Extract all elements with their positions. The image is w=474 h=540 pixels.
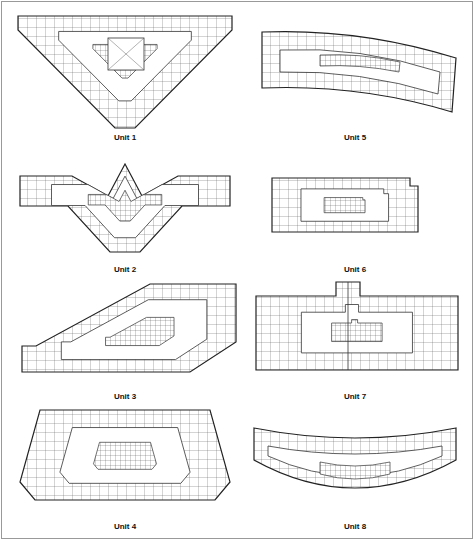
corridor xyxy=(280,49,440,94)
unit-2-plan xyxy=(20,164,230,252)
outer-wall xyxy=(20,410,230,500)
central-spine xyxy=(348,282,349,370)
outer-wall xyxy=(272,178,418,232)
courtyard-cross xyxy=(108,38,144,70)
outer-wall xyxy=(20,164,230,252)
unit-8-plan xyxy=(254,428,456,488)
unit-label: Unit 4 xyxy=(114,523,136,531)
service-core xyxy=(320,55,400,72)
unit-3-plan xyxy=(22,284,236,372)
service-core xyxy=(88,190,162,221)
corridor xyxy=(60,428,190,484)
unit-label: Unit 1 xyxy=(114,134,136,142)
service-core xyxy=(106,317,174,345)
outer-wall xyxy=(22,284,236,372)
unit-1-plan xyxy=(18,16,232,128)
service-core xyxy=(332,320,383,342)
unit-6-plan xyxy=(272,178,418,232)
corridor xyxy=(301,305,412,353)
corridor xyxy=(52,176,199,238)
outer-wall xyxy=(262,32,456,112)
unit-label: Unit 8 xyxy=(344,523,366,531)
service-core xyxy=(324,198,365,213)
corridor xyxy=(61,300,207,360)
unit-label: Unit 7 xyxy=(344,393,366,401)
outer-wall xyxy=(18,16,232,128)
courtyard xyxy=(108,38,144,70)
unit-label: Unit 6 xyxy=(344,266,366,274)
service-core xyxy=(320,462,390,479)
service-core xyxy=(94,442,157,469)
outer-wall xyxy=(256,282,458,370)
unit-label: Unit 2 xyxy=(114,266,136,274)
corridor xyxy=(59,31,192,100)
corridor xyxy=(301,189,389,221)
unit-5-plan xyxy=(262,32,456,112)
unit-4-plan xyxy=(20,410,230,500)
unit-label: Unit 3 xyxy=(114,393,136,401)
unit-7-plan xyxy=(256,282,458,370)
unit-label: Unit 5 xyxy=(344,134,366,142)
outer-wall xyxy=(254,428,456,488)
